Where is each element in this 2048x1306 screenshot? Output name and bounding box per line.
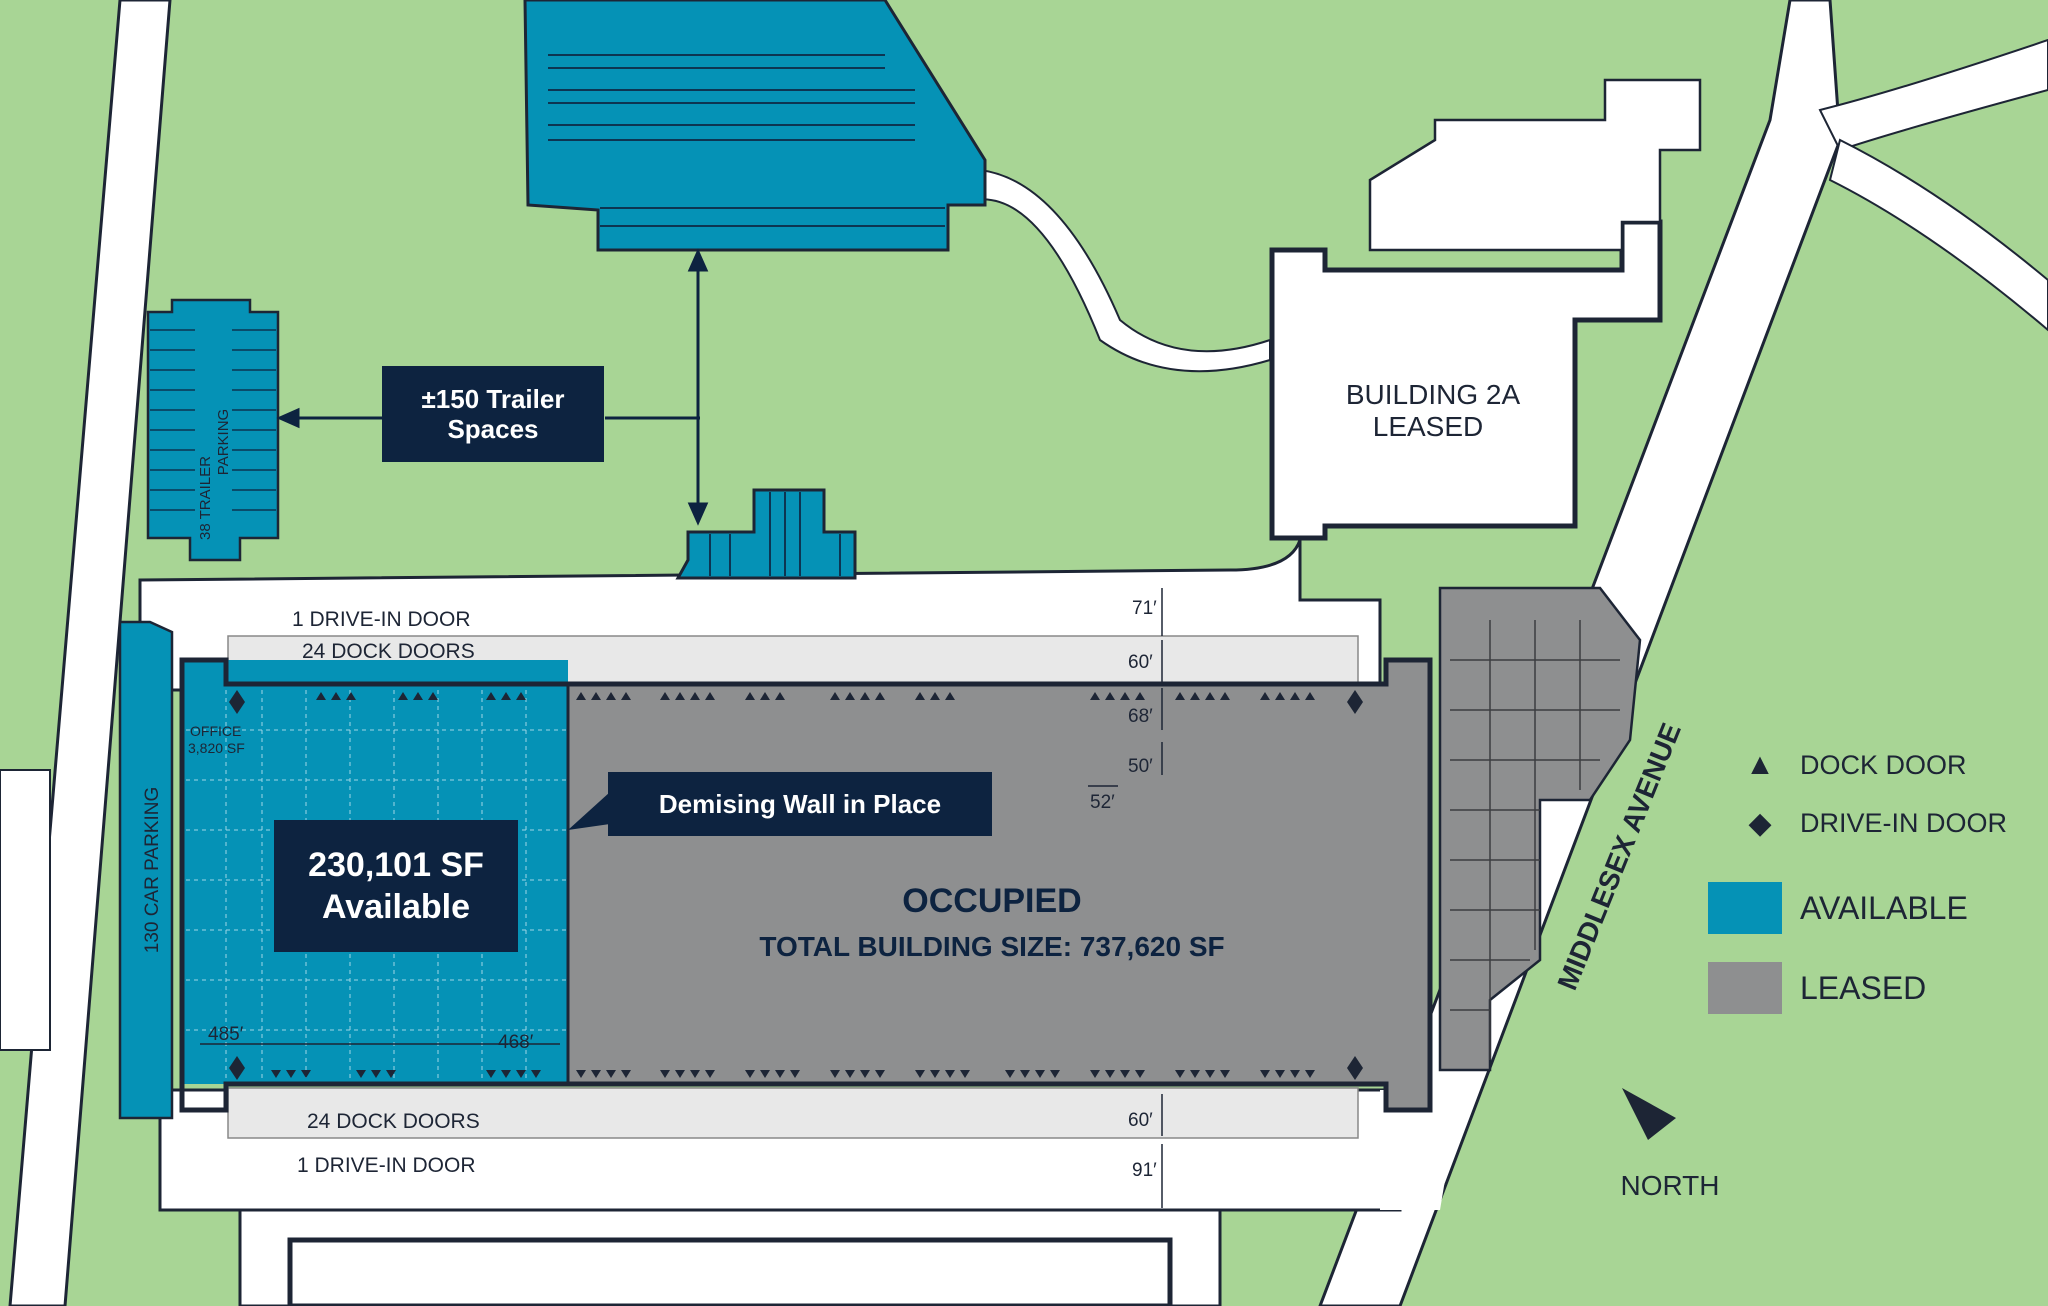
dim-60-bottom: 60′ (1128, 1110, 1153, 1131)
south-building-edge (287, 1237, 1173, 1306)
car-parking-130 (118, 620, 174, 1120)
trailer-parking-line2: PARKING (215, 409, 232, 475)
dock-top-label: 24 DOCK DOORS (302, 640, 475, 663)
legend-leased-label: LEASED (1800, 969, 1927, 1006)
trailer-parking-38 (146, 298, 280, 562)
occupied-label: OCCUPIED (902, 882, 1081, 920)
south-dock-apron (227, 1087, 1359, 1139)
drive-in-bottom-label: 1 DRIVE-IN DOOR (297, 1154, 476, 1177)
trailer-spaces-callout: ±150 Trailer Spaces (382, 366, 604, 462)
dock-door-triangle-icon: ▲ (1745, 748, 1775, 781)
west-road-spur (0, 769, 51, 1051)
legend-leased: LEASED (1708, 962, 1926, 1014)
drive-in-top-label: 1 DRIVE-IN DOOR (292, 608, 471, 631)
trailer-callout-arrows (276, 248, 709, 526)
demising-callout-pointer (568, 792, 610, 830)
legend-available: AVAILABLE (1708, 882, 1968, 934)
small-pad-stripes (709, 492, 841, 576)
dim-50: 50′ (1128, 756, 1153, 777)
legend-available-label: AVAILABLE (1800, 889, 1968, 926)
building-2a-annex (1368, 78, 1702, 252)
leased-swatch (1708, 962, 1782, 1014)
drive-in-diamond-icon: ◆ (1748, 807, 1772, 840)
north-label: NORTH (1620, 1170, 1719, 1201)
trailer-spaces-line2: Spaces (447, 414, 539, 444)
demising-wall-callout: Demising Wall in Place (608, 772, 992, 836)
dim-60-top: 60′ (1128, 652, 1153, 673)
office-label-line1: OFFICE (190, 723, 241, 739)
total-size-label: TOTAL BUILDING SIZE: 737,620 SF (759, 931, 1224, 962)
office-label-line2: 3,820 SF (188, 740, 245, 756)
legend-dock-door-label: DOCK DOOR (1800, 749, 1967, 780)
small-trailer-pad (675, 488, 857, 580)
dim-485: 485′ (208, 1024, 244, 1045)
south-dock-doors (271, 1070, 1315, 1078)
north-dock-doors (316, 692, 1315, 700)
dim-91: 91′ (1132, 1160, 1157, 1181)
dimension-lines (200, 588, 1163, 1208)
legend-dock-door: ▲ DOCK DOOR (1740, 748, 1967, 782)
trailer-parking-stripes (150, 329, 276, 511)
northeast-road (1818, 38, 2048, 152)
building-2a-line1: BUILDING 2A (1346, 379, 1521, 410)
occupied-east-wing (1386, 660, 1432, 1110)
dim-468: 468′ (498, 1032, 534, 1053)
drive-in-doors (229, 690, 1363, 1080)
dim-68: 68′ (1128, 706, 1153, 727)
building-2a (1269, 219, 1663, 541)
available-sf-value: 230,101 SF (308, 846, 484, 884)
dim-71: 71′ (1132, 598, 1157, 619)
occupied-building-section (568, 684, 1430, 1084)
dim-52: 52′ (1090, 792, 1115, 813)
available-sf-label: Available (321, 888, 471, 926)
east-parking-stripes (1450, 620, 1620, 1060)
demising-wall-text: Demising Wall in Place (658, 788, 942, 819)
available-callout: 230,101 SF Available (274, 820, 518, 952)
legend-drive-in-door-label: DRIVE-IN DOOR (1800, 808, 2008, 838)
legend-drive-in-door: ◆ DRIVE-IN DOOR (1740, 806, 2007, 841)
lower-road-link (1380, 1090, 1460, 1210)
north-arrow-icon (1622, 1088, 1676, 1140)
building-2a-line2: LEASED (1373, 411, 1484, 442)
dock-bottom-label: 24 DOCK DOORS (307, 1110, 480, 1133)
available-swatch (1708, 882, 1782, 934)
main-building-outline (179, 657, 1433, 1113)
north-trailer-stripes (548, 54, 945, 227)
car-parking-label: 130 CAR PARKING (142, 787, 163, 953)
trailer-spaces-line1: ±150 Trailer (421, 384, 565, 414)
trailer-parking-line1: 38 TRAILER (197, 456, 214, 540)
